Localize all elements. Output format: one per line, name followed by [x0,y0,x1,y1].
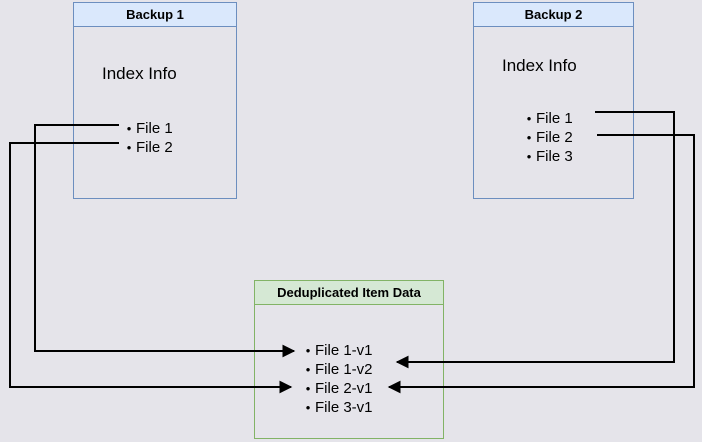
bullet-icon: • [526,130,532,145]
backup2-file2-label: File 2 [536,129,573,146]
dedup-file-list: • File 1-v1 • File 1-v2 • File 2-v1 • Fi… [301,341,373,417]
list-item: • File 3 [522,147,573,166]
list-item: • File 3-v1 [301,398,373,417]
backup1-box: Backup 1 Index Info • File 1 • File 2 [73,2,237,199]
dedup-file2v1-label: File 2-v1 [315,380,373,397]
backup1-subtitle: Index Info [102,64,177,83]
backup1-header: Backup 1 [74,3,236,27]
bullet-icon: • [126,140,132,155]
dedup-title: Deduplicated Item Data [277,285,421,300]
backup2-title: Backup 2 [524,7,583,22]
list-item: • File 2 [522,128,573,147]
list-item: • File 1 [522,109,573,128]
backup1-title: Backup 1 [126,7,184,22]
dedup-box: Deduplicated Item Data • File 1-v1 • Fil… [254,280,444,439]
backup2-file3-label: File 3 [536,148,573,165]
backup2-file1-label: File 1 [536,110,573,127]
list-item: • File 2 [122,138,173,157]
backup2-subtitle: Index Info [502,56,577,75]
bullet-icon: • [126,121,132,136]
list-item: • File 1 [122,119,173,138]
bullet-icon: • [526,111,532,126]
dedup-file3v1-label: File 3-v1 [315,399,373,416]
backup2-box: Backup 2 Index Info • File 1 • File 2 • … [473,2,634,199]
list-item: • File 1-v2 [301,360,373,379]
backup1-file2-label: File 2 [136,139,173,156]
dedup-file1v1-label: File 1-v1 [315,342,373,359]
backup2-file-list: • File 1 • File 2 • File 3 [522,109,573,166]
bullet-icon: • [305,400,311,415]
bullet-icon: • [305,381,311,396]
list-item: • File 2-v1 [301,379,373,398]
dedup-file1v2-label: File 1-v2 [315,361,373,378]
bullet-icon: • [526,149,532,164]
bullet-icon: • [305,362,311,377]
dedup-header: Deduplicated Item Data [255,281,443,305]
backup1-file-list: • File 1 • File 2 [122,119,173,157]
list-item: • File 1-v1 [301,341,373,360]
backup1-file1-label: File 1 [136,120,173,137]
bullet-icon: • [305,343,311,358]
backup2-header: Backup 2 [474,3,633,27]
